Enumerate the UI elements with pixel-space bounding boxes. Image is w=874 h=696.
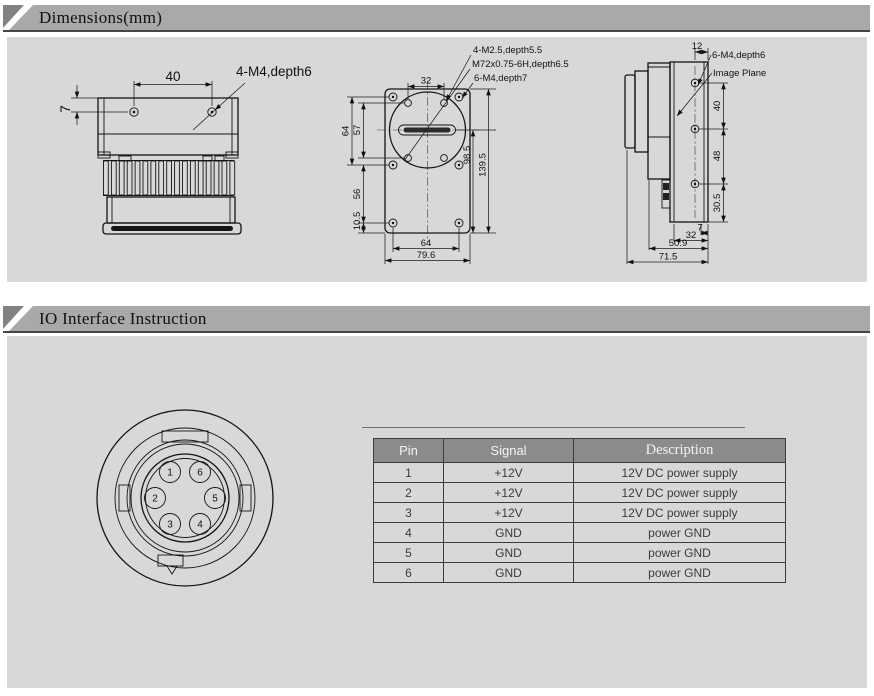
- front-view-m25-label: 4-M2.5,depth5.5: [473, 45, 542, 56]
- front-view-dim-left-inner: 57: [352, 125, 363, 136]
- dimensions-drawing-svg: 40 7 4-M4,depth6: [58, 41, 766, 265]
- pin-signal-table: Pin Signal Description 1 +12V 12V DC pow…: [373, 438, 786, 583]
- pin-4-label: 4: [197, 520, 203, 531]
- description-cell: 12V DC power supply: [573, 482, 786, 503]
- heatsink-fins: [103, 155, 236, 196]
- dimensions-section-title: Dimensions(mm): [39, 8, 163, 27]
- front-view-m4-holes: [388, 92, 464, 228]
- pin-5-label: 5: [212, 494, 218, 505]
- signal-cell: GND: [443, 542, 574, 563]
- description-cell: 12V DC power supply: [573, 462, 786, 483]
- pin-cell: 5: [373, 542, 444, 563]
- side-view-dim-bottom-1: 7: [697, 223, 702, 234]
- pin-6-label: 6: [197, 468, 203, 479]
- front-view-dim-left-outer: 64: [341, 126, 352, 137]
- description-cell: power GND: [573, 522, 786, 543]
- front-view-dim-left-bottom: 10.5: [352, 212, 363, 231]
- connector-pins: 1 6 2 5 3 4: [144, 461, 226, 535]
- table-row: 5 GND power GND: [373, 542, 786, 563]
- signal-cell: GND: [443, 562, 574, 583]
- pin-1-label: 1: [167, 468, 173, 479]
- slash-decoration-icon: [3, 306, 33, 331]
- pin-cell: 1: [373, 462, 444, 483]
- camera-side-view-drawing: 12 6-M4,depth6 Image Plane 40 48 30.5: [624, 41, 766, 265]
- dimensions-section-bar: Dimensions(mm): [3, 5, 870, 32]
- table-row: 1 +12V 12V DC power supply: [373, 462, 786, 483]
- side-view-dim-top: 12: [692, 41, 703, 52]
- side-view-dim-right-lower: 30.5: [712, 194, 723, 213]
- top-view-holes-label: 4-M4,depth6: [236, 64, 312, 79]
- pin-3-label: 3: [167, 520, 173, 531]
- pin-2-label: 2: [152, 494, 158, 505]
- power-connector-drawing: 1 6 2 5 3 4: [96, 409, 274, 587]
- side-view-dim-bottom-4: 71.5: [659, 252, 678, 263]
- side-view-m4-label: 6-M4,depth6: [712, 50, 765, 61]
- table-row: 4 GND power GND: [373, 522, 786, 543]
- table-top-rule: [362, 427, 745, 428]
- description-cell: 12V DC power supply: [573, 502, 786, 523]
- pin-cell: 4: [373, 522, 444, 543]
- dimensions-content: 40 7 4-M4,depth6: [7, 37, 867, 282]
- col-header-pin: Pin: [373, 438, 444, 463]
- pin-cell: 2: [373, 482, 444, 503]
- signal-cell: +12V: [443, 462, 574, 483]
- signal-cell: +12V: [443, 502, 574, 523]
- front-view-dim-bottom-inner: 64: [421, 238, 432, 249]
- front-view-dim-top: 32: [421, 76, 432, 87]
- pin-cell: 6: [373, 562, 444, 583]
- description-cell: power GND: [573, 542, 786, 563]
- side-view-dim-bottom-3: 50.9: [669, 238, 688, 249]
- top-view-dim-offset: 7: [58, 105, 73, 113]
- front-view-m4-label: 6-M4,depth7: [474, 73, 527, 84]
- camera-top-view-drawing: 40 7 4-M4,depth6: [58, 64, 312, 235]
- camera-front-view-drawing: 4-M2.5,depth5.5 M72x0.75-6H,depth6.5 6-M…: [341, 45, 569, 264]
- front-view-dim-right-outer: 139.5: [478, 153, 489, 177]
- io-section-bar: IO Interface Instruction: [3, 306, 870, 333]
- side-view-dim-right-upper: 40: [712, 101, 723, 112]
- top-view-dim-width: 40: [165, 69, 180, 84]
- col-header-signal: Signal: [443, 438, 574, 463]
- signal-cell: +12V: [443, 482, 574, 503]
- table-header-row: Pin Signal Description: [373, 438, 786, 463]
- io-content: 1 6 2 5 3 4 Pin Signal Description 1: [7, 336, 867, 688]
- front-view-dim-right-inner: 98.5: [462, 146, 473, 165]
- side-view-dim-right-mid: 48: [712, 151, 723, 162]
- col-header-description: Description: [573, 438, 786, 463]
- front-view-dim-left-lower: 56: [352, 189, 363, 200]
- table-row: 3 +12V 12V DC power supply: [373, 502, 786, 523]
- description-cell: power GND: [573, 562, 786, 583]
- pin-cell: 3: [373, 502, 444, 523]
- slash-decoration-icon: [3, 5, 33, 30]
- io-section-title: IO Interface Instruction: [39, 309, 207, 328]
- front-view-dim-bottom-outer: 79.6: [417, 250, 436, 261]
- table-row: 6 GND power GND: [373, 562, 786, 583]
- table-row: 2 +12V 12V DC power supply: [373, 482, 786, 503]
- front-view-m72-label: M72x0.75-6H,depth6.5: [472, 59, 569, 70]
- side-view-dim-bottom-2: 32: [686, 230, 697, 241]
- signal-cell: GND: [443, 522, 574, 543]
- side-view-image-plane-label: Image Plane: [713, 68, 766, 79]
